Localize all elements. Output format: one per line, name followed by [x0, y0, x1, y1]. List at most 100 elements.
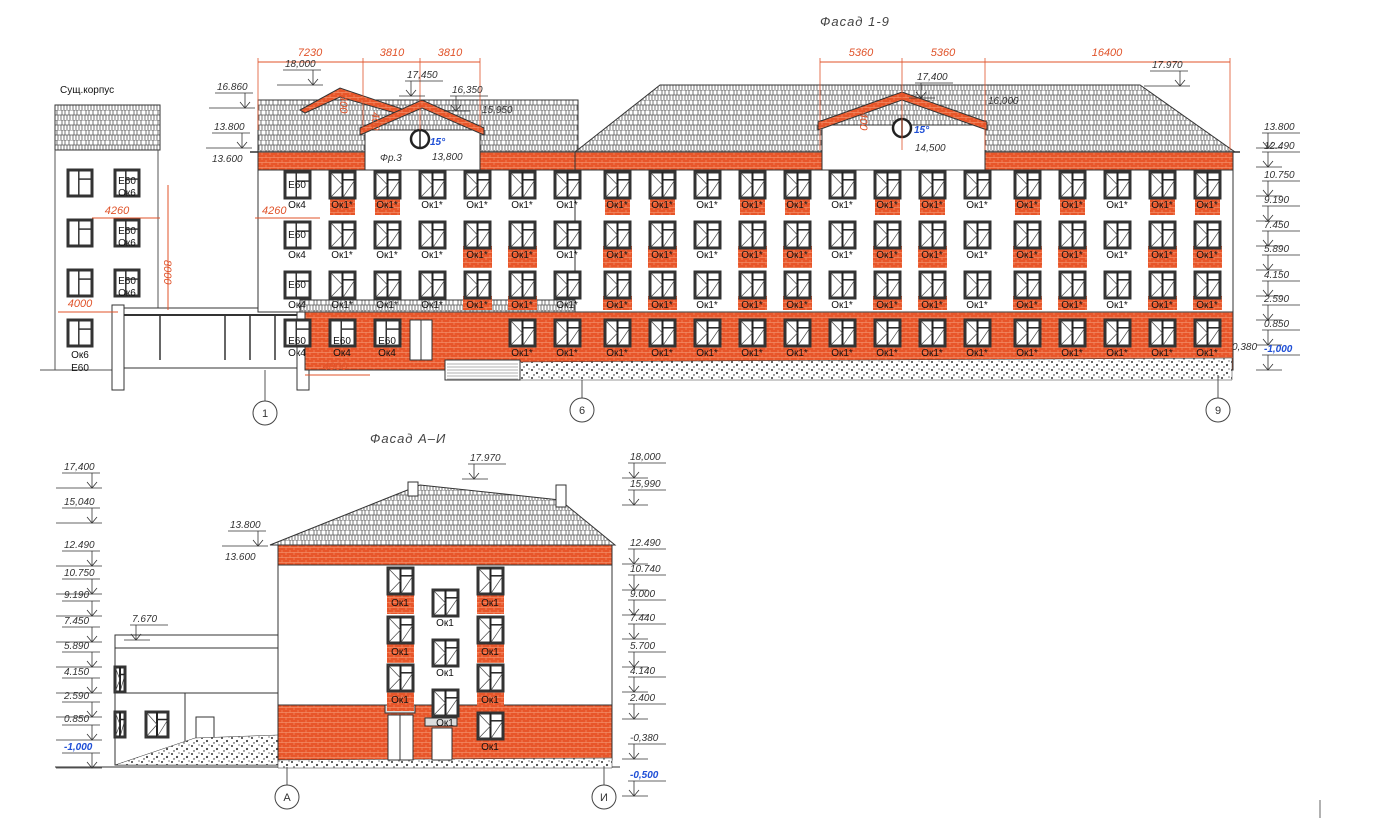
elevation-mark: 10.750 — [56, 568, 102, 595]
window-label: Ок1* — [876, 200, 898, 211]
brick-pier — [738, 246, 767, 268]
window-sash — [554, 319, 568, 334]
window-label: Ок1* — [466, 300, 488, 311]
window-sash — [874, 234, 888, 249]
window — [963, 318, 992, 348]
window-frame — [66, 168, 94, 198]
window-sash — [342, 279, 356, 299]
window-label: Ок1* — [966, 200, 988, 211]
window — [508, 170, 537, 200]
ground-gravel — [519, 357, 1233, 381]
elevation-label: 12.490 — [630, 538, 661, 549]
window-sash — [964, 271, 978, 286]
window-sash — [477, 279, 491, 299]
window — [1058, 220, 1087, 250]
window-sash — [977, 327, 991, 347]
elevation-mark: 10.740 — [622, 564, 666, 591]
brick-pier — [783, 246, 812, 268]
window-label: Ок1 — [436, 668, 454, 679]
dimension-label: 5360 — [849, 47, 874, 59]
window-label: Ок1* — [741, 250, 763, 261]
window — [431, 588, 460, 618]
window-label: Ок1* — [1061, 300, 1083, 311]
window-sash — [739, 171, 753, 186]
window-sash — [432, 689, 446, 704]
elevation-label: 5.890 — [64, 641, 89, 652]
window-sash — [1072, 279, 1086, 299]
window-frame — [373, 318, 402, 348]
window — [603, 318, 632, 348]
window-sash — [739, 284, 753, 299]
window-sash — [554, 221, 568, 236]
elevation-mark: 0.850 — [56, 714, 102, 741]
window — [431, 688, 460, 718]
window-label: Ок1 — [481, 647, 499, 658]
window-sash — [387, 179, 401, 199]
window-label: Ок1* — [786, 250, 808, 261]
window-sash — [445, 697, 459, 717]
window-sash — [784, 284, 798, 299]
window-sash — [874, 332, 888, 347]
window-sash — [387, 567, 401, 582]
window-sash — [1014, 284, 1028, 299]
window-sash — [739, 319, 753, 334]
window-sash — [509, 184, 523, 199]
window-label: Ок1* — [606, 200, 628, 211]
window-sash — [374, 271, 388, 286]
window-label: Ок1* — [1061, 200, 1083, 211]
window-label: Ок1* — [331, 300, 353, 311]
brick-pier — [1193, 246, 1222, 268]
elevation-mark: -1,000 — [56, 742, 102, 769]
window-label: Ок1* — [741, 300, 763, 311]
elevation-label: 2.590 — [63, 691, 89, 702]
elevation-label: 16.860 — [217, 82, 248, 93]
window-sash — [567, 327, 581, 347]
window-sash — [119, 674, 126, 693]
window — [828, 170, 857, 200]
window-label: Е60 — [288, 180, 306, 191]
window-sash — [1194, 184, 1208, 199]
window-sash — [604, 234, 618, 249]
window-sash — [114, 711, 121, 725]
axis-bubble — [252, 400, 278, 426]
window-sash — [784, 319, 798, 334]
elevation-label: 7.440 — [630, 613, 655, 624]
window-sash — [387, 677, 401, 692]
elevation-label: 9.000 — [630, 589, 655, 600]
angle-label: 15° — [914, 125, 930, 136]
window-sash — [1104, 319, 1118, 334]
window-sash — [477, 229, 491, 249]
facade-1-9: Ок4Е60Ок4Е60Ок4Е60Ок4Е60Ок1*Ок1*Ок1*Ок4Е… — [40, 47, 1240, 426]
window — [1013, 318, 1042, 348]
window-sash — [329, 171, 343, 186]
window — [113, 218, 141, 248]
window — [693, 270, 722, 300]
window-sash — [464, 234, 478, 249]
window-sash — [329, 184, 343, 199]
window-sash — [739, 234, 753, 249]
window-label: Ок1* — [966, 250, 988, 261]
window-label: Ок1 — [481, 598, 499, 609]
window-sash — [649, 221, 663, 236]
window-label: Ок1* — [921, 200, 943, 211]
window — [1103, 170, 1132, 200]
window — [783, 220, 812, 250]
elevation-label: 4.150 — [1264, 270, 1289, 281]
window-sash — [977, 179, 991, 199]
elevation-mark: 13.800 — [206, 122, 252, 149]
elevation-label: 4.140 — [630, 666, 655, 677]
elevation-label: 17,450 — [407, 70, 438, 81]
brick-panel — [605, 199, 630, 215]
window-sash — [784, 234, 798, 249]
annotations: 18,00017,45016,35015,95016.86013.80013.6… — [56, 14, 1321, 818]
window-label: Ок1* — [1151, 348, 1173, 359]
window-label: Ок1* — [741, 200, 763, 211]
window-sash — [1149, 332, 1163, 347]
window — [783, 270, 812, 300]
window — [1193, 170, 1222, 200]
elevation-mark: -1,000 — [1256, 344, 1300, 371]
window-label: Ок1* — [511, 200, 533, 211]
window-sash — [829, 319, 843, 334]
window-sash — [919, 284, 933, 299]
window-sash — [919, 319, 933, 334]
